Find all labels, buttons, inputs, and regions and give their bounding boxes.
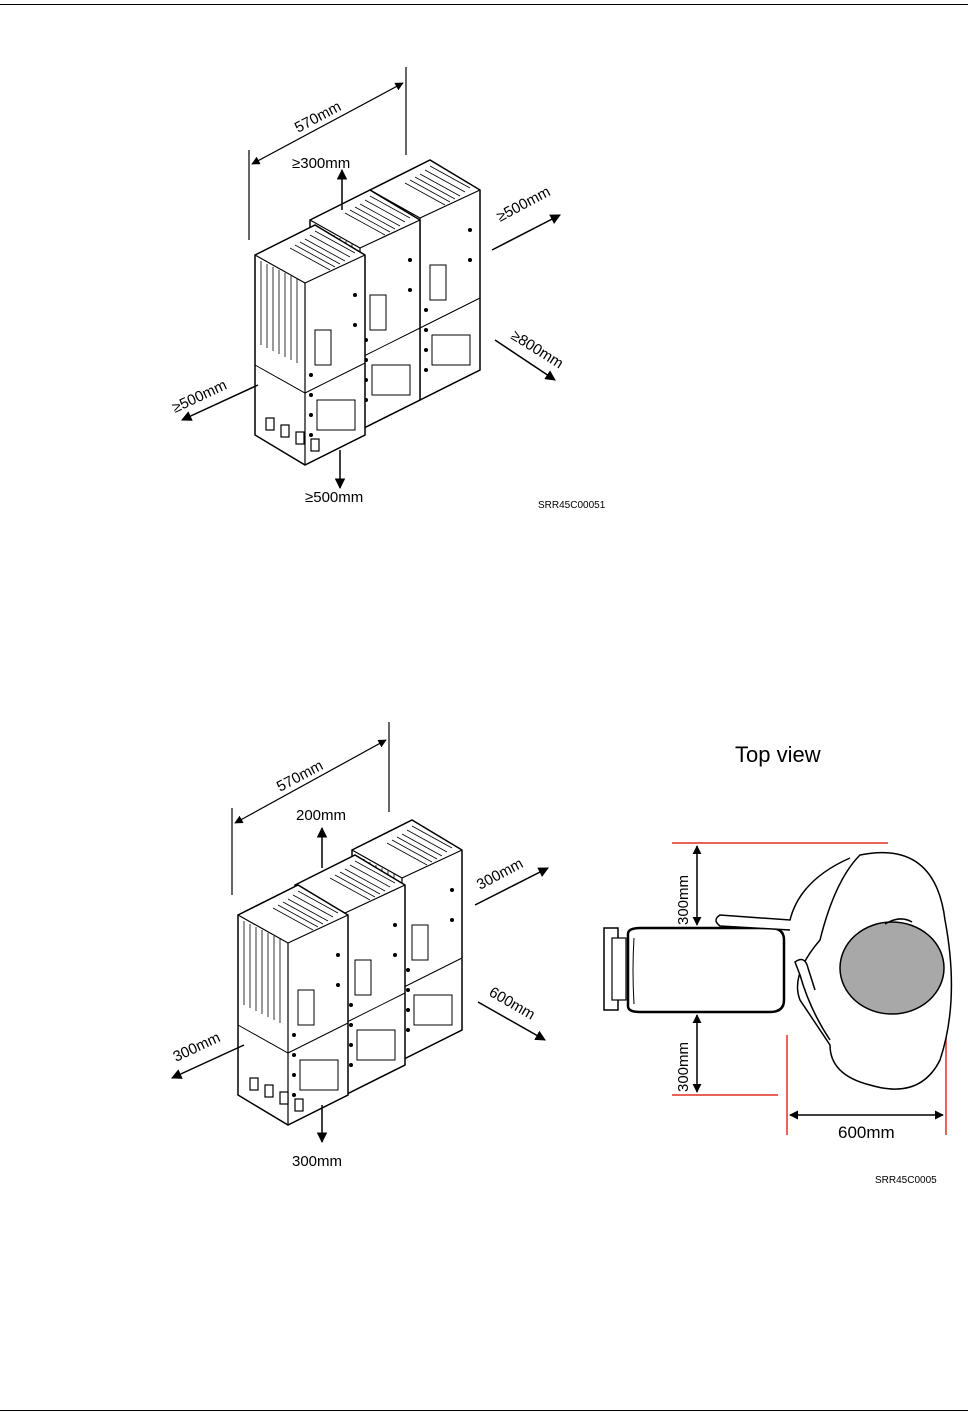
fig2-right-bottom-label: 600mm	[486, 984, 538, 1024]
fig1-code: SRR45C00051	[538, 500, 606, 511]
footer-rule	[0, 1410, 968, 1411]
fig2-code: SRR45C0005	[875, 1175, 937, 1186]
fig1-width-label: 570mm	[292, 98, 344, 136]
fig2-bottom-label: 300mm	[292, 1153, 342, 1170]
figure-1-clearance-diagram: 570mm ≥300mm ≥500mm ≥800mm ≥500mm ≥500mm…	[0, 60, 968, 530]
fig1-right-bottom-label: ≥800mm	[508, 327, 566, 372]
header-rule	[0, 4, 968, 5]
fig1-right-top-label: ≥500mm	[494, 183, 553, 225]
top-view-device	[604, 928, 784, 1012]
figure-2-svg: 570mm 200mm 300mm 600mm 300mm 300mm Top …	[0, 720, 968, 1200]
fig1-top-label: ≥300mm	[292, 155, 350, 172]
top-view-lower-label: 300mm	[675, 1042, 692, 1092]
top-view-title: Top view	[735, 742, 821, 767]
head-icon	[840, 922, 944, 1014]
figure-1-svg: 570mm ≥300mm ≥500mm ≥800mm ≥500mm ≥500mm…	[0, 60, 968, 530]
fig2-left-label: 300mm	[171, 1029, 224, 1066]
top-view-front-label: 600mm	[838, 1123, 895, 1142]
top-view-upper-label: 300mm	[675, 875, 692, 925]
fig1-bottom-label: ≥500mm	[305, 489, 363, 506]
fig2-right-top-label: 300mm	[474, 855, 526, 893]
fig1-left-label: ≥500mm	[170, 377, 230, 417]
fig2-width-label: 570mm	[274, 757, 326, 795]
fig2-top-label: 200mm	[296, 807, 346, 824]
figure-2-clearance-diagram: 570mm 200mm 300mm 600mm 300mm 300mm Top …	[0, 720, 968, 1200]
